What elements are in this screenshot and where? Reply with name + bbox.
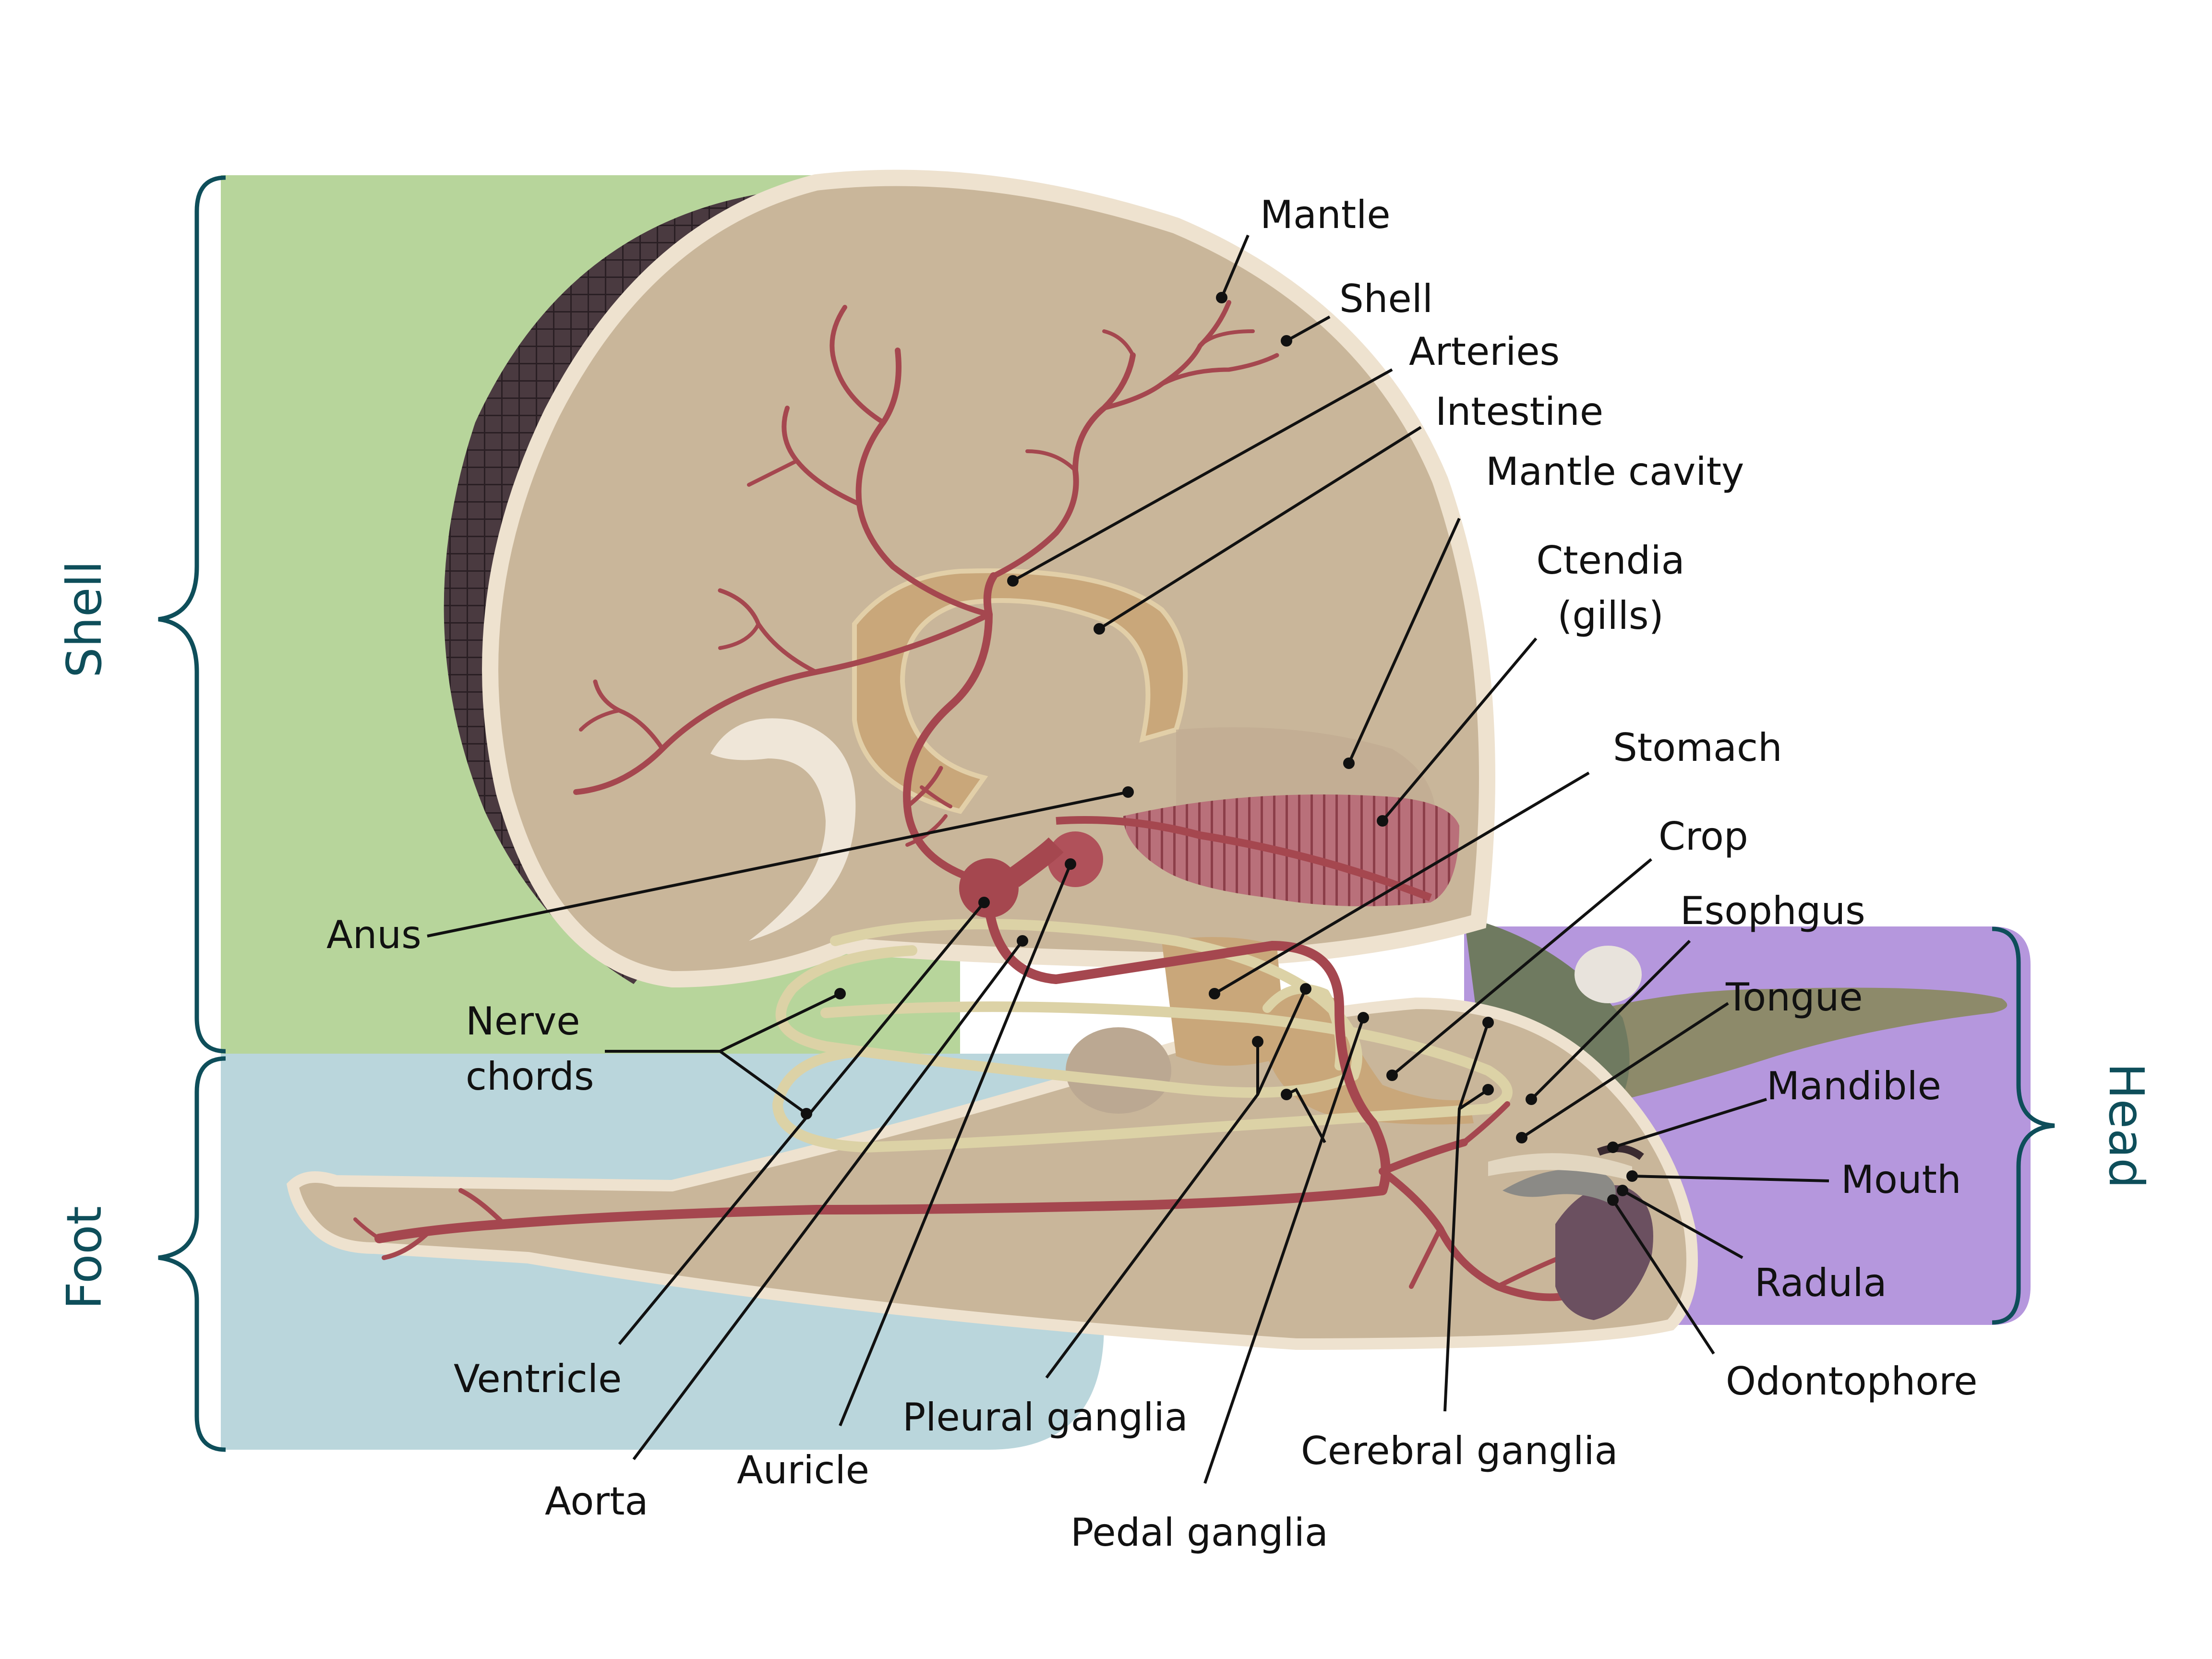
shell-inner-coil (710, 718, 856, 941)
label-pleural-ganglia: Pleural ganglia (902, 1395, 1188, 1440)
label-ctenidia-line2: (gills) (1557, 593, 1664, 638)
label-anus: Anus (326, 913, 421, 957)
foot-brace (158, 1056, 226, 1452)
heart-connection (1007, 837, 1064, 887)
label-mandible: Mandible (1767, 1064, 1941, 1108)
shell-outer-coil (444, 187, 845, 984)
digestive-gland (1066, 1027, 1171, 1114)
mantle-arteries (573, 300, 1279, 887)
label-auricle: Auricle (737, 1448, 869, 1492)
label-nerve-chords-line1: Nerve (466, 999, 580, 1044)
label-nerve-chords-line2: chords (466, 1054, 594, 1099)
label-mouth: Mouth (1841, 1157, 1961, 1202)
mouth-organ (1488, 1153, 1632, 1181)
label-intestine: Intestine (1435, 389, 1603, 434)
region-label-shell: Shell (56, 561, 112, 678)
odontophore-organ (1555, 1185, 1653, 1320)
tentacle (1512, 987, 2008, 1114)
label-crop: Crop (1659, 814, 1748, 859)
head-brace (1992, 926, 2055, 1325)
label-cerebral-ganglia: Cerebral ganglia (1301, 1429, 1618, 1473)
label-mantle: Mantle (1260, 192, 1391, 237)
label-stomach: Stomach (1613, 725, 1782, 770)
label-shell: Shell (1339, 276, 1433, 321)
label-ctenidia-line1: Ctendia (1536, 538, 1684, 583)
eye (1575, 946, 1642, 1003)
ventricle-organ (959, 858, 1019, 918)
nerve-chord-lower (772, 1001, 1513, 1153)
label-arteries: Arteries (1409, 329, 1560, 374)
label-odontophore: Odontophore (1726, 1359, 1978, 1404)
region-label-foot: Foot (56, 1206, 112, 1310)
intestine (852, 568, 1188, 814)
leader-lines (427, 234, 1829, 1484)
radula-organ (1503, 1169, 1616, 1205)
label-mantle-cavity: Mantle cavity (1486, 449, 1744, 494)
label-ventricle: Ventricle (454, 1357, 622, 1401)
mandible-organ (1597, 1144, 1644, 1160)
label-aorta: Aorta (545, 1479, 649, 1524)
body-arteries (353, 902, 1569, 1301)
shell-brace (158, 175, 226, 1054)
region-label-head: Head (2098, 1063, 2154, 1188)
gill-axis (1056, 816, 1432, 902)
label-pedal-ganglia: Pedal ganglia (1070, 1510, 1328, 1555)
label-tongue: Tongue (1725, 975, 1863, 1020)
auricle-organ (1047, 831, 1103, 887)
label-esophagus: Esophgus (1680, 889, 1865, 933)
label-radula: Radula (1755, 1261, 1887, 1305)
